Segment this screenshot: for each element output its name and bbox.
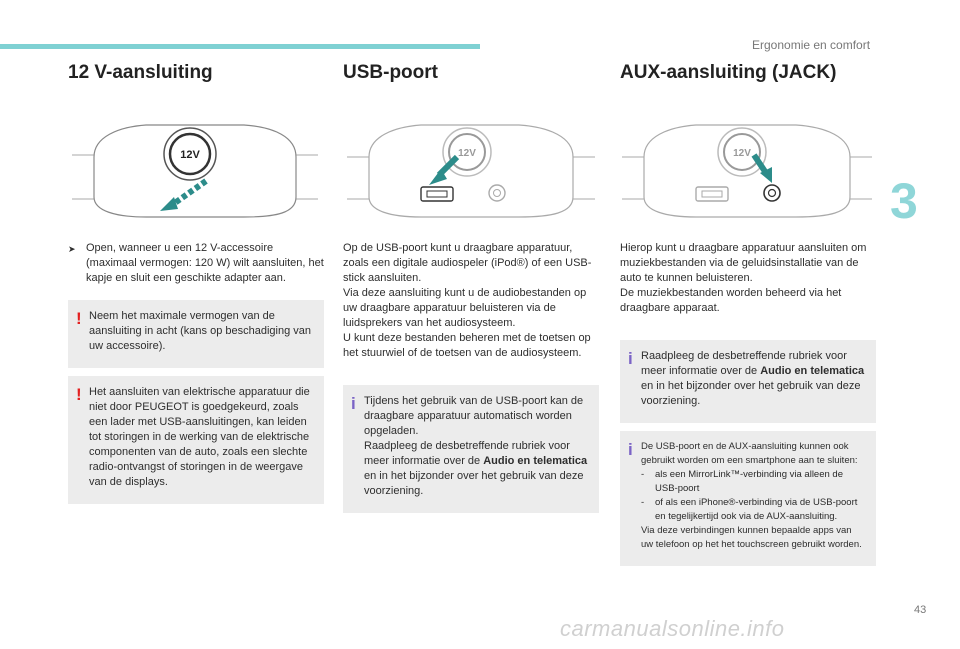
aux-paragraph-1: Hierop kunt u draagbare apparatuur aansl… bbox=[620, 242, 867, 284]
info-box-aux-audio: i Raadpleeg de desbetreffende rubriek vo… bbox=[620, 340, 876, 423]
warning-text-power: Neem het maximale vermogen van de aanslu… bbox=[89, 310, 311, 352]
info-text-bold: Audio en telematica bbox=[483, 455, 588, 467]
exclamation-icon: ! bbox=[76, 385, 82, 404]
heading-aux: AUX-aansluiting (JACK) bbox=[620, 62, 837, 83]
usb-paragraph-1: Op de USB-poort kunt u draagbare apparat… bbox=[343, 242, 592, 284]
info-box-usb: i Tijdens het gebruik van de USB-poort k… bbox=[343, 385, 599, 513]
aux-paragraph-2: De muziekbestanden worden beheerd via he… bbox=[620, 287, 842, 314]
info-text-audio: Raadpleeg de desbetreffende rubriek voor… bbox=[364, 439, 589, 499]
warning-box-devices: ! Het aansluiten van elektrische apparat… bbox=[68, 376, 324, 504]
page-number: 43 bbox=[914, 604, 927, 616]
info-text-charging: Tijdens het gebruik van de USB-poort kan… bbox=[364, 395, 584, 437]
illustration-12v: 12V bbox=[68, 107, 324, 219]
smartphone-intro: De USB-poort en de AUX-aansluiting kunne… bbox=[641, 441, 858, 466]
info-icon: i bbox=[628, 349, 633, 368]
header-accent-bar bbox=[0, 44, 480, 49]
info-text-part: en in het bijzonder over het gebruik van… bbox=[364, 470, 584, 497]
list-item-text: of als een iPhone®-verbinding via de USB… bbox=[655, 497, 858, 522]
info-icon: i bbox=[628, 440, 633, 459]
watermark: carmanualsonline.info bbox=[560, 616, 785, 641]
smartphone-outro: Via deze verbindingen kunnen bepaalde ap… bbox=[641, 525, 862, 550]
info-text-part: en in het bijzonder over het gebruik van… bbox=[641, 380, 861, 407]
illustration-aux: 12V bbox=[620, 107, 876, 219]
info-text-part: Raadpleeg de desbetreffende rubriek voor… bbox=[364, 440, 570, 467]
socket-label-usb: 12V bbox=[458, 148, 476, 159]
info-text-audio-aux: Raadpleeg de desbetreffende rubriek voor… bbox=[641, 349, 866, 409]
column-12v: 12 V-aansluiting 12V ➤ Open, wanneer u e… bbox=[68, 62, 324, 512]
heading-12v: 12 V-aansluiting bbox=[68, 62, 213, 83]
instruction-item: ➤ Open, wanneer u een 12 V-accessoire (m… bbox=[68, 241, 324, 286]
section-title: Ergonomie en comfort bbox=[752, 38, 871, 52]
warning-box-power: ! Neem het maximale vermogen van de aans… bbox=[68, 300, 324, 368]
usb-paragraph-2: Via deze aansluiting kunt u de audiobest… bbox=[343, 287, 587, 329]
warning-text-devices: Het aansluiten van elektrische apparatuu… bbox=[89, 386, 310, 488]
socket-label-12v: 12V bbox=[180, 149, 200, 161]
info-icon: i bbox=[351, 394, 356, 413]
list-item-text: als een MirrorLink™-verbinding via allee… bbox=[655, 469, 843, 494]
socket-label-aux: 12V bbox=[733, 148, 751, 159]
illustration-usb: 12V bbox=[343, 107, 599, 219]
heading-usb: USB-poort bbox=[343, 62, 438, 83]
instruction-text: Open, wanneer u een 12 V-accessoire (max… bbox=[86, 242, 324, 284]
list-item: -of als een iPhone®-verbinding via de US… bbox=[641, 496, 866, 524]
column-usb: USB-poort 12V Op de USB-poort kunt u dra… bbox=[343, 62, 599, 521]
info-text-bold: Audio en telematica bbox=[760, 365, 865, 377]
arrow-right-icon: ➤ bbox=[68, 244, 76, 254]
usb-paragraph-3: U kunt deze bestanden beheren met de toe… bbox=[343, 332, 591, 359]
exclamation-icon: ! bbox=[76, 309, 82, 328]
chapter-number: 3 bbox=[890, 173, 918, 229]
list-item: -als een MirrorLink™-verbinding via alle… bbox=[641, 468, 866, 496]
info-box-smartphone: i De USB-poort en de AUX-aansluiting kun… bbox=[620, 431, 876, 566]
info-text-part: Raadpleeg de desbetreffende rubriek voor… bbox=[641, 350, 847, 377]
column-aux: AUX-aansluiting (JACK) 12V Hierop kunt u… bbox=[620, 62, 876, 574]
